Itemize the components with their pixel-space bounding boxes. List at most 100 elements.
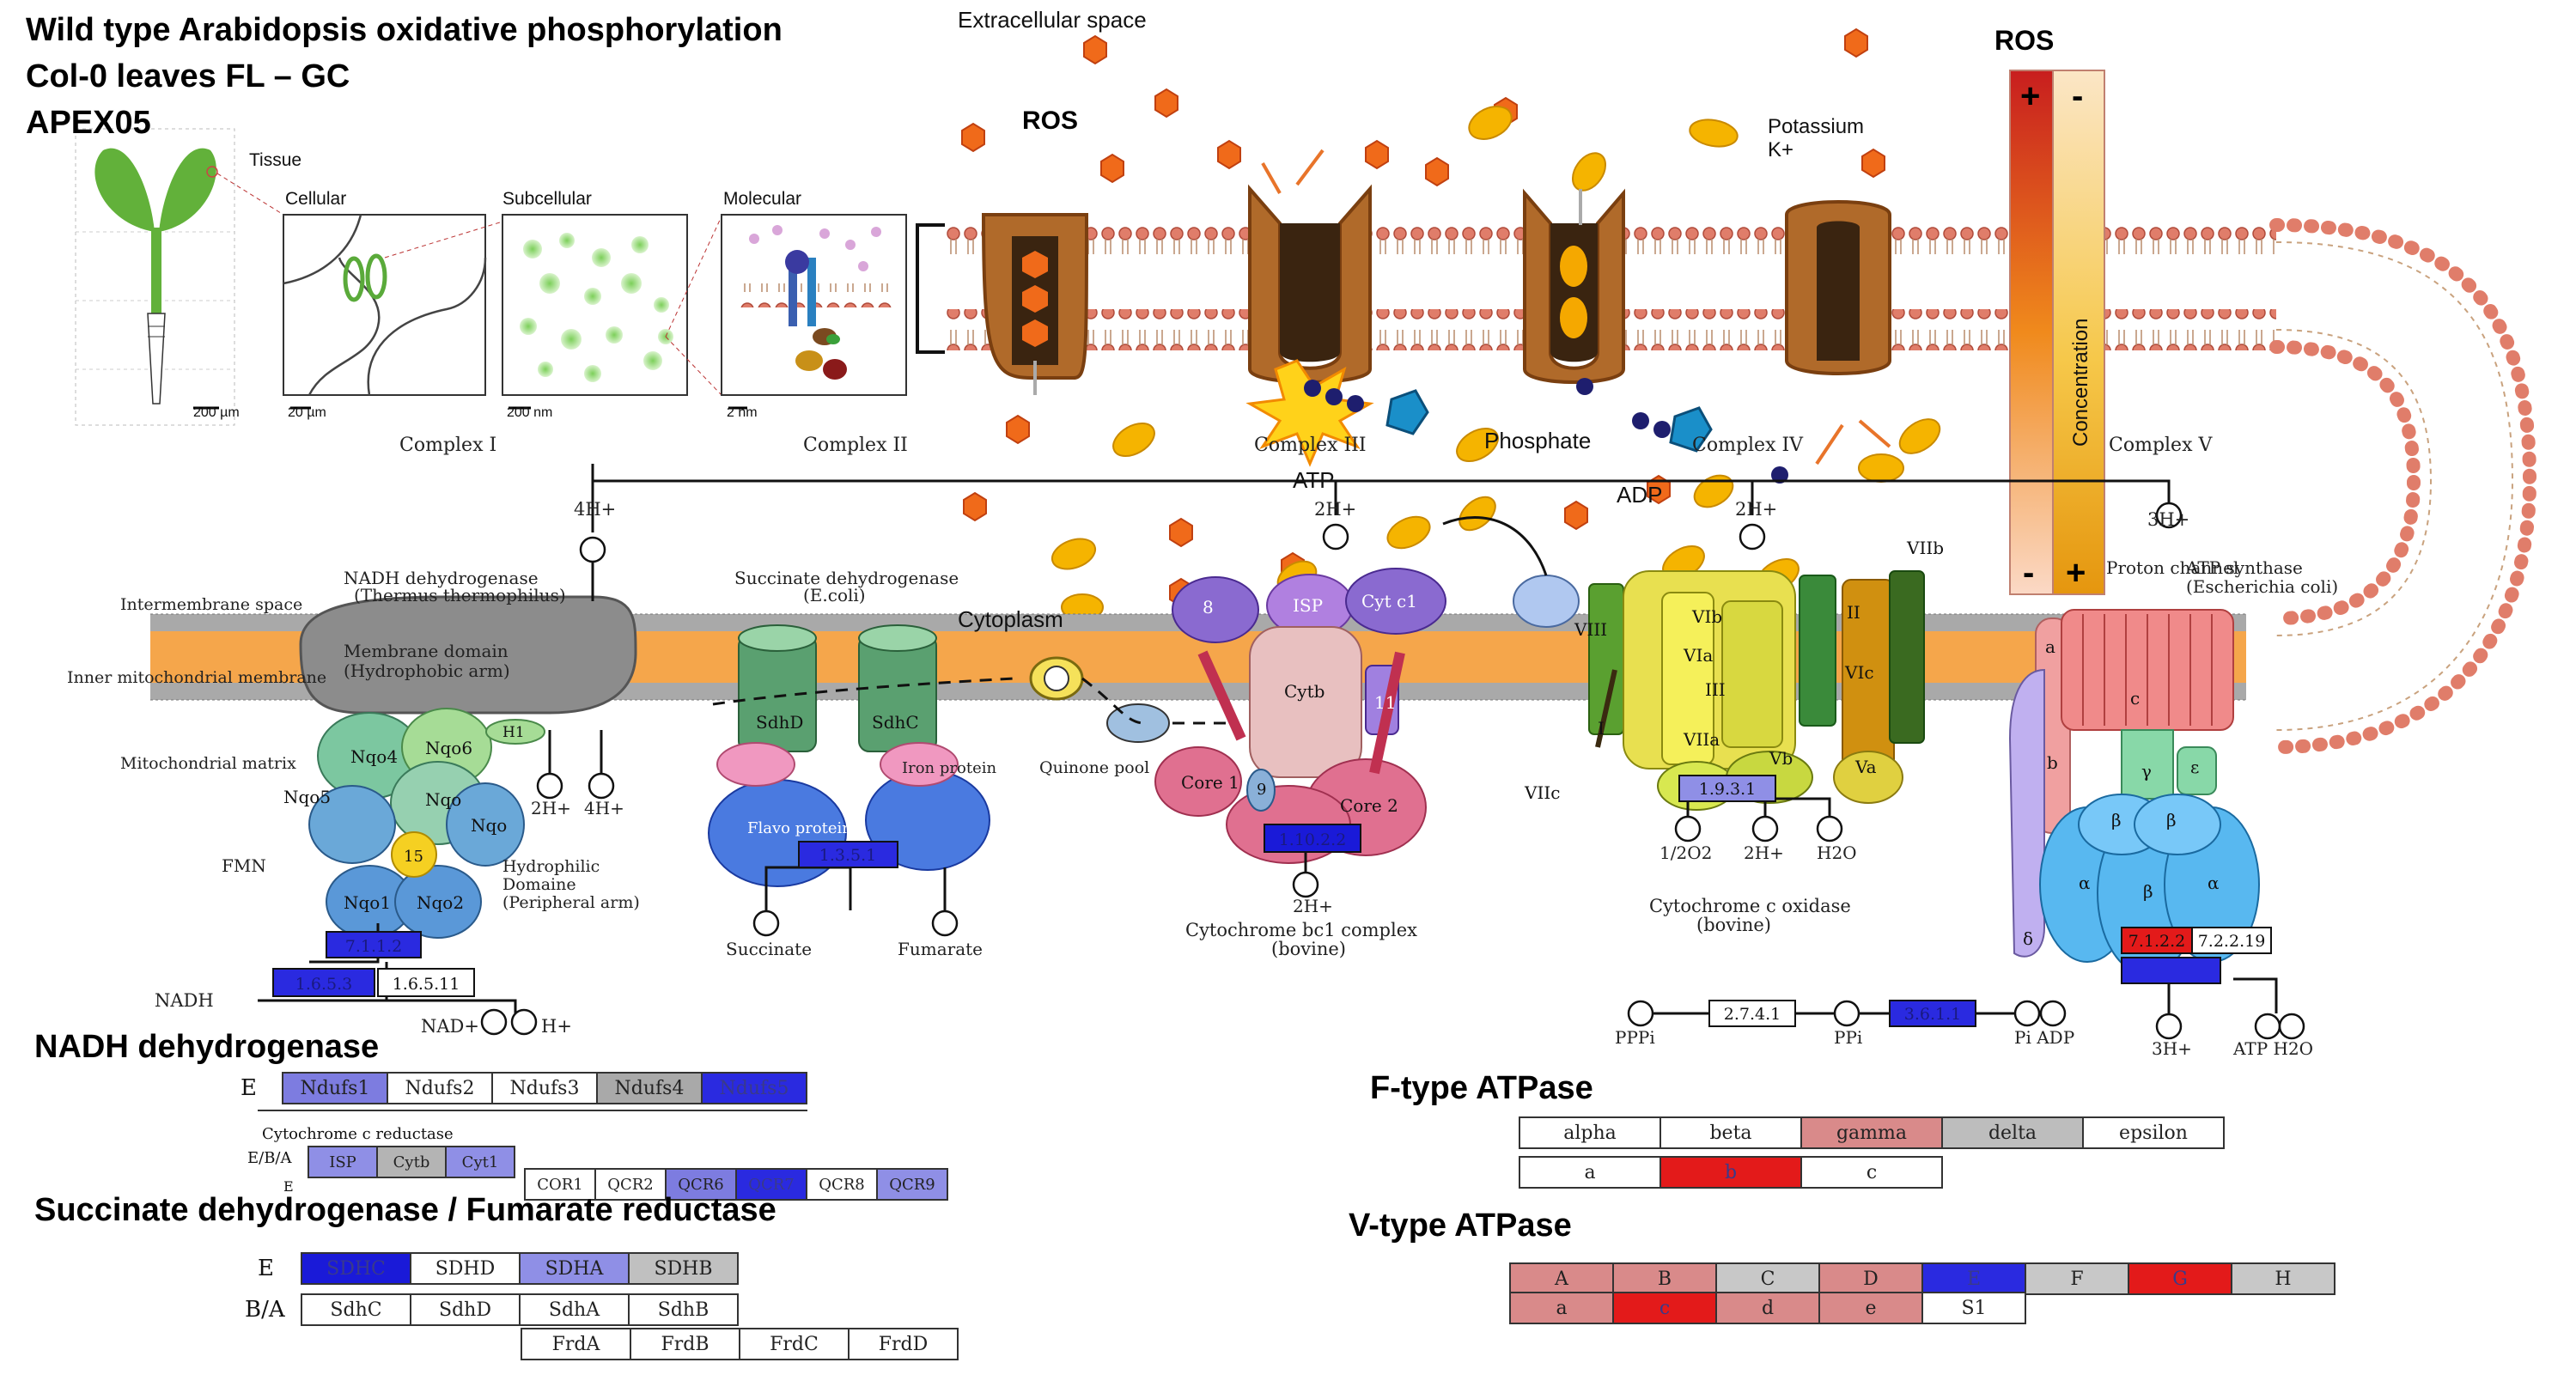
gene-cell: c — [1800, 1156, 1943, 1189]
nadh-label: NADH — [155, 990, 214, 1011]
nadh-title: NADH dehydrogenase — [344, 568, 539, 588]
hydrophobic-arm: (Hydrophobic arm) — [344, 660, 510, 681]
h2o-c4: H2O — [1817, 843, 1857, 863]
intermembrane-label: Intermembrane space — [120, 595, 302, 614]
gene-cell: H — [2231, 1262, 2335, 1295]
gene-cell: SDHD — [410, 1252, 521, 1285]
svg-text:Vb: Vb — [1769, 748, 1793, 769]
svg-text:III: III — [1705, 679, 1726, 700]
molecular-label: Molecular — [723, 189, 801, 209]
phosphate-label: Phosphate — [1484, 428, 1591, 453]
svg-text:Nqo2: Nqo2 — [417, 892, 464, 913]
atp-label: ATP — [1293, 467, 1335, 493]
svg-text:9: 9 — [1257, 781, 1266, 799]
sdh-sub: (E.coli) — [803, 585, 866, 605]
ros-label-top: ROS — [1022, 106, 1078, 135]
gene-cell: FrdC — [739, 1328, 850, 1360]
gene-cell: E — [1921, 1262, 2026, 1295]
proton-line — [591, 464, 2171, 507]
adp-label: ADP — [1617, 482, 1662, 508]
scale-bar-4: 2 nm — [727, 405, 758, 420]
gene-cell: delta — [1941, 1116, 2084, 1149]
extracellular-label: Extracellular space — [958, 7, 1147, 33]
gene-cell: Ndufs2 — [387, 1072, 493, 1104]
svg-text:γ: γ — [2141, 761, 2152, 782]
svg-text:Nqo6: Nqo6 — [425, 738, 472, 758]
hydrophilic-label: Hydrophilic — [502, 857, 600, 876]
svg-text:Cyt c1: Cyt c1 — [1361, 591, 1417, 611]
gene-cell: alpha — [1519, 1116, 1661, 1149]
gene-cell: G — [2128, 1262, 2232, 1295]
scale-bar-2: 20 µm — [288, 405, 326, 420]
ec-1351: 1.3.5.1 — [819, 846, 876, 865]
nadh-row-label: E — [241, 1075, 257, 1101]
svg-text:Nqo4: Nqo4 — [350, 746, 398, 767]
complex-iv — [1588, 570, 1925, 811]
ec-boxes — [272, 775, 2272, 1027]
gene-cell: Ndufs1 — [282, 1072, 388, 1104]
gene-cell: SdhC — [301, 1293, 411, 1326]
sdh-row-ba: B/A — [245, 1297, 285, 1323]
vtype-title: V-type ATPase — [1349, 1208, 1572, 1244]
gene-cell: a — [1519, 1156, 1661, 1189]
gene-cell: D — [1818, 1262, 1923, 1295]
complex-v-label: Complex V — [2109, 435, 2213, 456]
gene-cell: gamma — [1800, 1116, 1943, 1149]
svg-text:β: β — [2143, 881, 2153, 902]
gene-cell: ISP — [308, 1146, 378, 1178]
svg-text:Cytb: Cytb — [1284, 681, 1325, 702]
sdh-title: Succinate dehydrogenase — [734, 568, 959, 588]
gene-cell: QCR9 — [876, 1168, 948, 1201]
svg-text:c: c — [2130, 688, 2140, 709]
flavo-label: Flavo protein — [747, 819, 852, 837]
legend-axis-label: Concentration — [2069, 319, 2092, 447]
h4-top: 4H+ — [574, 499, 616, 520]
channel-4 — [1785, 200, 1891, 375]
svg-text:Nqo5: Nqo5 — [283, 787, 331, 807]
svg-text:ISP: ISP — [1293, 595, 1323, 616]
qcr-row-label: E — [283, 1178, 294, 1195]
svg-text:α: α — [2079, 873, 2091, 893]
matrix-label: Mitochondrial matrix — [120, 754, 296, 773]
gene-cell: C — [1715, 1262, 1820, 1295]
cox-label: Cytochrome c oxidase — [1649, 896, 1851, 916]
gene-cell: FrdD — [848, 1328, 959, 1360]
fmn-label: FMN — [222, 855, 266, 876]
complex-i — [299, 595, 637, 939]
complex-v — [2008, 609, 2260, 976]
succinate-label: Succinate — [726, 939, 812, 959]
legend-plus-top: + — [2020, 77, 2040, 115]
ec-11022: 1.10.2.2 — [1279, 830, 1347, 849]
fumarate-label: Fumarate — [898, 939, 983, 959]
title-line-1: Wild type Arabidopsis oxidative phosphor… — [26, 12, 783, 48]
svg-text:α: α — [2208, 873, 2220, 893]
legend-title: ROS — [1994, 25, 2054, 56]
svg-text:I: I — [1598, 718, 1605, 739]
cellular-label: Cellular — [285, 189, 346, 209]
energy-burst — [1245, 359, 1374, 467]
complex-iv-label: Complex IV — [1692, 435, 1804, 456]
membrane-domain: Membrane domain — [344, 641, 509, 661]
subcellular-panel — [502, 214, 722, 410]
svg-text:Core 1: Core 1 — [1181, 772, 1239, 793]
h2-top: 2H+ — [1735, 499, 1777, 520]
gene-cell: SdhD — [410, 1293, 521, 1326]
legend-minus-top: - — [2072, 77, 2083, 115]
pppi-label: PPPi — [1615, 1027, 1655, 1048]
grey-arrows — [1033, 189, 1582, 395]
quinone-label: Quinone pool — [1039, 758, 1149, 777]
cytoplasm-label: Cytoplasm — [958, 606, 1063, 632]
svg-text:Core 2: Core 2 — [1340, 795, 1398, 816]
tissue-panel — [75, 128, 284, 426]
metabolite-nodes — [480, 502, 2305, 1040]
ec-16511: 1.6.5.11 — [393, 975, 460, 994]
gene-cell: FrdB — [630, 1328, 740, 1360]
cytbc1-label: Cytochrome bc1 complex — [1185, 920, 1417, 940]
